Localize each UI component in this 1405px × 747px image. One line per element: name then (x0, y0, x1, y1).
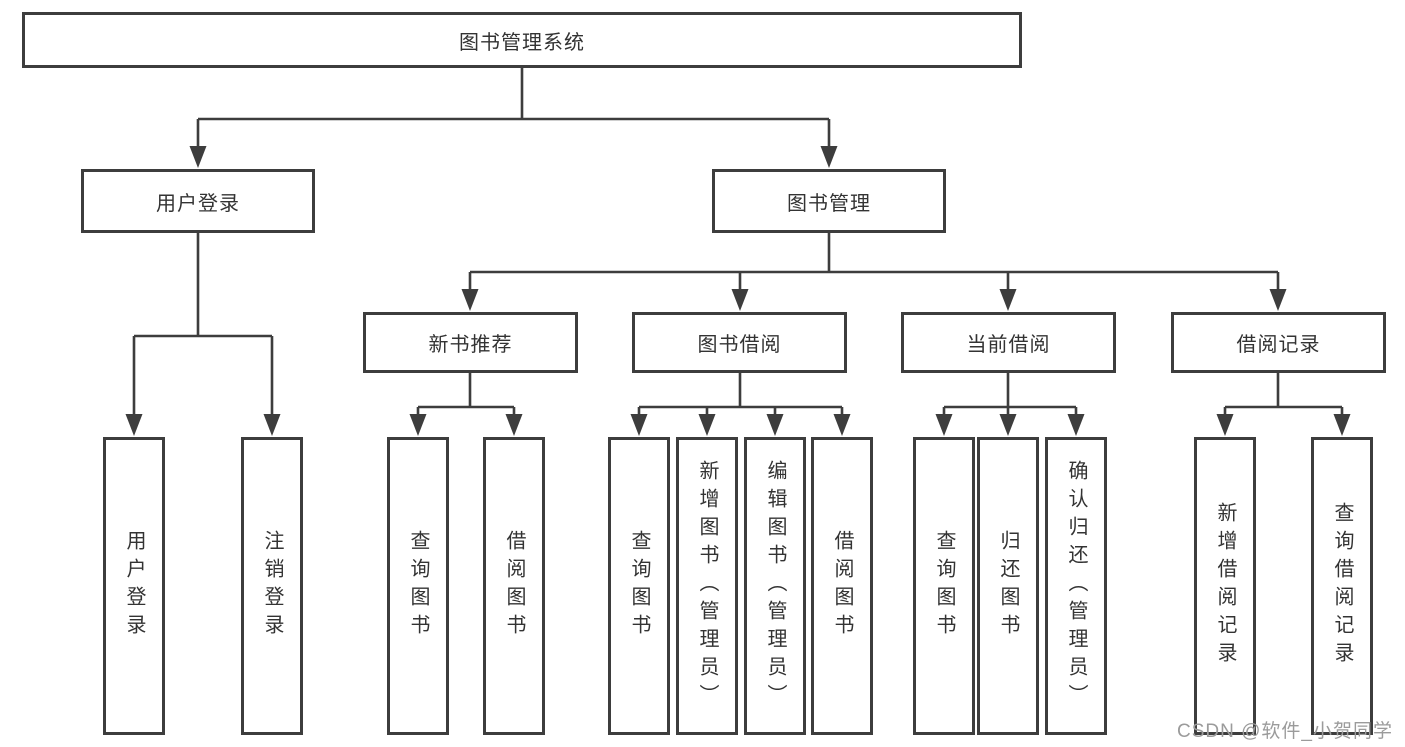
leaf-logout: 注销登录 (241, 437, 303, 735)
leaf-label: 归还图书 (997, 530, 1019, 642)
leaf-confirm-return-admin: 确认归还（管理员） (1045, 437, 1107, 735)
leaf-label: 新增借阅记录 (1214, 502, 1236, 670)
node-book-borrow: 图书借阅 (632, 312, 847, 373)
leaf-label: 确认归还（管理员） (1065, 460, 1087, 712)
node-user-login-branch: 用户登录 (81, 169, 315, 233)
leaf-add-book-admin: 新增图书（管理员） (676, 437, 738, 735)
leaf-add-borrow-record: 新增借阅记录 (1194, 437, 1256, 735)
node-current-borrow: 当前借阅 (901, 312, 1116, 373)
leaf-borrow-books-2: 借阅图书 (811, 437, 873, 735)
leaf-query-books-2: 查询图书 (608, 437, 670, 735)
csdn-watermark: CSDN @软件_小贺同学 (1177, 721, 1393, 742)
leaf-query-books-1: 查询图书 (387, 437, 449, 735)
leaf-borrow-books-1: 借阅图书 (483, 437, 545, 735)
leaf-label: 借阅图书 (831, 530, 853, 642)
leaf-label: 用户登录 (123, 530, 145, 642)
leaf-label: 查询图书 (628, 530, 650, 642)
leaf-edit-book-admin: 编辑图书（管理员） (744, 437, 806, 735)
node-root-system: 图书管理系统 (22, 12, 1022, 68)
node-new-book-recommend: 新书推荐 (363, 312, 578, 373)
node-borrow-records: 借阅记录 (1171, 312, 1386, 373)
leaf-query-borrow-record: 查询借阅记录 (1311, 437, 1373, 735)
leaf-label: 注销登录 (261, 530, 283, 642)
leaf-return-book: 归还图书 (977, 437, 1039, 735)
leaf-label: 查询借阅记录 (1331, 502, 1353, 670)
leaf-label: 编辑图书（管理员） (764, 460, 786, 712)
node-book-management-branch: 图书管理 (712, 169, 946, 233)
leaf-query-books-3: 查询图书 (913, 437, 975, 735)
leaf-label: 新增图书（管理员） (696, 460, 718, 712)
leaf-label: 查询图书 (933, 530, 955, 642)
leaf-label: 查询图书 (407, 530, 429, 642)
leaf-label: 借阅图书 (503, 530, 525, 642)
leaf-user-login: 用户登录 (103, 437, 165, 735)
